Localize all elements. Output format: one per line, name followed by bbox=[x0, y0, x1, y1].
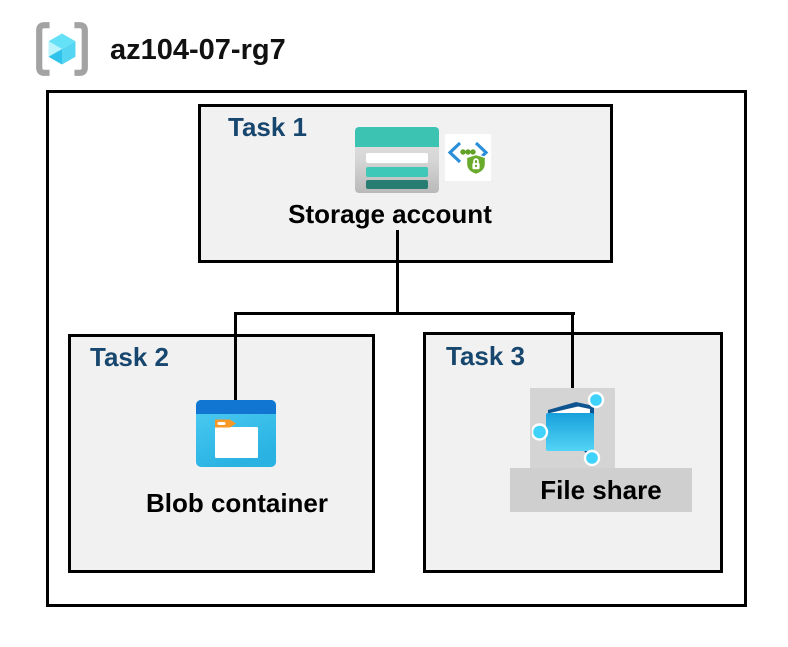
blob-container-icon bbox=[196, 400, 276, 467]
connector-to-blob bbox=[234, 312, 237, 402]
blob-container-label: Blob container bbox=[145, 488, 328, 518]
resource-group-icon bbox=[34, 20, 90, 78]
task2-label: Task 2 bbox=[90, 342, 170, 372]
connector-to-fileshare bbox=[571, 312, 574, 390]
file-share-label-background: File share bbox=[510, 468, 692, 512]
resource-group-name: az104-07-rg7 bbox=[110, 34, 286, 66]
task3-label: Task 3 bbox=[446, 341, 526, 371]
connector-storage-down bbox=[396, 230, 399, 315]
secure-access-icon bbox=[443, 132, 493, 183]
file-share-icon bbox=[530, 390, 612, 467]
storage-account-icon bbox=[355, 127, 439, 193]
file-share-label: File share bbox=[540, 475, 662, 505]
task1-label: Task 1 bbox=[228, 112, 308, 142]
connector-horizontal bbox=[234, 312, 575, 315]
storage-account-label: Storage account bbox=[288, 199, 492, 229]
